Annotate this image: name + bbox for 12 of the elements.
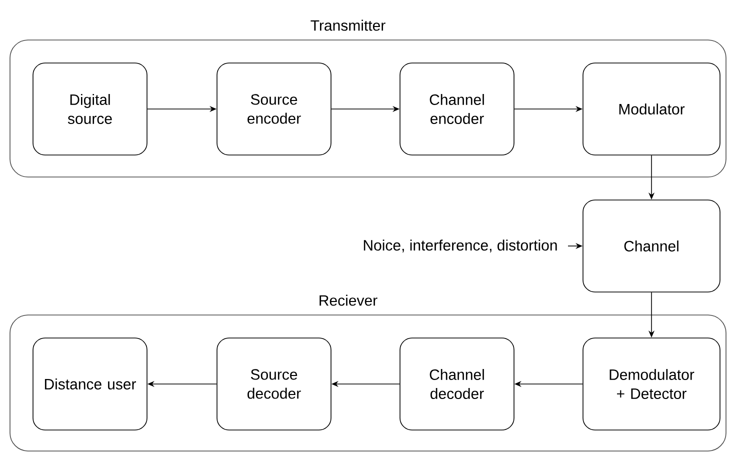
process-box: Channel encoder xyxy=(400,62,514,156)
input-text: Noice, interference, distortion xyxy=(364,240,557,252)
group-title: Reciever xyxy=(320,294,378,306)
process-box: Channel decoder xyxy=(400,338,514,430)
process-box: Demodulator + Detector xyxy=(582,338,720,430)
process-box: Channel xyxy=(582,200,720,292)
process-box: Digital source xyxy=(32,62,148,156)
process-box: Source encoder xyxy=(216,62,332,156)
process-box: Distance user xyxy=(32,338,148,430)
process-box: Modulator xyxy=(582,62,720,156)
group-title: Transmitter xyxy=(310,20,386,31)
process-box: Source decoder xyxy=(216,338,332,430)
